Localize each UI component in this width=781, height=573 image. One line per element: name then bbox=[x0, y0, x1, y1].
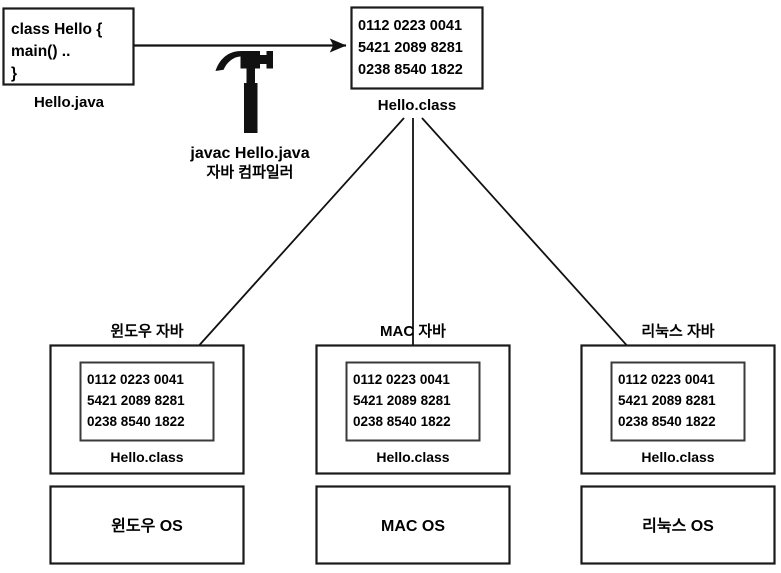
class-bytecode-line-3-windows: 0238 8540 1822 bbox=[87, 414, 185, 429]
source-file-box bbox=[2, 7, 135, 86]
distribute-arrow-linux bbox=[421, 117, 641, 361]
class-bytecode-line-2-mac: 5421 2089 8281 bbox=[353, 393, 451, 408]
os-box-windows bbox=[49, 485, 245, 565]
source-file-node: class Hello { main() .. } Hello.java bbox=[2, 7, 135, 111]
bytecode-box bbox=[350, 6, 484, 90]
os-box-mac bbox=[315, 485, 511, 565]
class-caption-windows: Hello.class bbox=[110, 449, 183, 465]
compiler-description-label: 자바 컴파일러 bbox=[207, 163, 294, 181]
class-bytecode-line-2-windows: 5421 2089 8281 bbox=[87, 393, 185, 408]
platform-column-windows: 윈도우 자바 0112 0223 0041 5421 2089 8281 023… bbox=[49, 322, 245, 565]
platform-column-linux: 리눅스 자바 0112 0223 0041 5421 2089 8281 023… bbox=[580, 322, 776, 565]
platform-column-mac: MAC 자바 0112 0223 0041 5421 2089 8281 023… bbox=[315, 322, 511, 565]
class-bytecode-line-1-linux: 0112 0223 0041 bbox=[618, 372, 715, 387]
os-label-mac: MAC OS bbox=[381, 518, 445, 535]
class-box-windows bbox=[79, 361, 215, 442]
os-box-linux bbox=[580, 485, 776, 565]
class-bytecode-line-3-linux: 0238 8540 1822 bbox=[618, 414, 716, 429]
compiler-command-label: javac Hello.java bbox=[189, 145, 309, 162]
class-box-mac bbox=[345, 361, 481, 442]
class-caption-mac: Hello.class bbox=[376, 449, 449, 465]
bytecode-line-3: 0238 8540 1822 bbox=[358, 62, 463, 78]
class-box-linux bbox=[610, 361, 746, 442]
class-bytecode-line-1-windows: 0112 0223 0041 bbox=[87, 372, 184, 387]
jvm-label-linux: 리눅스 자바 bbox=[641, 322, 714, 340]
bytecode-caption: Hello.class bbox=[378, 97, 456, 114]
source-code-line-1: class Hello { bbox=[11, 21, 102, 38]
source-code-line-2: main() .. bbox=[11, 43, 70, 60]
bytecode-node: 0112 0223 0041 5421 2089 8281 0238 8540 … bbox=[350, 6, 484, 114]
class-bytecode-line-3-mac: 0238 8540 1822 bbox=[353, 414, 451, 429]
os-label-windows: 윈도우 OS bbox=[111, 517, 183, 535]
class-bytecode-line-1-mac: 0112 0223 0041 bbox=[353, 372, 450, 387]
hammer-icon bbox=[215, 51, 273, 133]
class-bytecode-line-2-linux: 5421 2089 8281 bbox=[618, 393, 716, 408]
bytecode-line-2: 5421 2089 8281 bbox=[358, 40, 463, 56]
os-label-linux: 리눅스 OS bbox=[642, 517, 714, 535]
jvm-label-mac: MAC 자바 bbox=[380, 322, 446, 340]
bytecode-line-1: 0112 0223 0041 bbox=[358, 18, 462, 34]
distribute-arrow-windows bbox=[185, 117, 405, 361]
source-file-caption: Hello.java bbox=[34, 94, 105, 111]
class-caption-linux: Hello.class bbox=[641, 449, 714, 465]
source-code-line-3: } bbox=[11, 65, 17, 82]
jvm-label-windows: 윈도우 자바 bbox=[110, 322, 183, 340]
